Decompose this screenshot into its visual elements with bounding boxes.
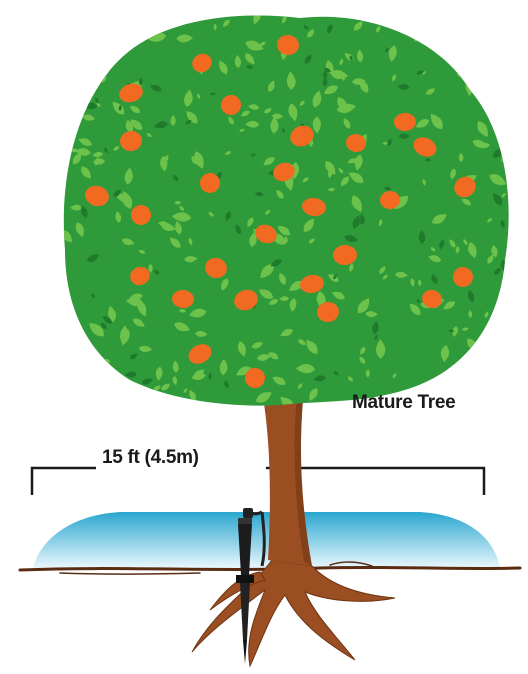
wetted-width-label: 15 ft (4.5m)	[102, 447, 199, 469]
leaf-speckle	[492, 50, 506, 63]
leaf-speckle	[94, 77, 102, 84]
leaf-speckle	[407, 24, 421, 36]
leaf-speckle	[72, 63, 84, 80]
tree-canopy	[58, 10, 516, 416]
leaf-speckle	[71, 114, 78, 123]
leaf-speckle	[143, 16, 161, 25]
leaf-speckle	[73, 93, 79, 97]
tree-roots	[192, 560, 395, 666]
leaf-speckle	[459, 379, 471, 388]
leaf-speckle	[495, 15, 502, 23]
leaf-speckle	[495, 344, 500, 350]
leaf-speckle	[482, 20, 491, 32]
wetted-zone	[33, 512, 500, 568]
leaf-speckle	[491, 327, 502, 347]
leaf-speckle	[457, 37, 468, 54]
leaf-speckle	[494, 79, 503, 91]
leaf-speckle	[78, 332, 83, 340]
leaf-speckle	[68, 397, 75, 412]
leaf-speckle	[496, 373, 507, 382]
leaf-speckle	[499, 86, 507, 90]
leaf-speckle	[499, 396, 510, 404]
leaf-speckle	[496, 129, 503, 137]
leaf-speckle	[103, 60, 112, 67]
leaf-speckle	[494, 363, 502, 373]
leaf-speckle	[496, 48, 515, 63]
width-bracket	[32, 468, 484, 495]
leaf-speckle	[428, 385, 440, 391]
leaf-speckle	[494, 26, 508, 35]
leaf-speckle	[144, 33, 152, 37]
leaf-speckle	[142, 399, 149, 412]
leaf-speckle	[199, 403, 206, 407]
leaf-speckle	[126, 10, 143, 27]
leaf-speckle	[74, 22, 81, 32]
mature-tree-label: Mature Tree	[352, 392, 455, 414]
leaf-speckle	[443, 28, 450, 33]
leaf-speckle	[90, 40, 99, 45]
leaf-speckle	[476, 20, 483, 30]
